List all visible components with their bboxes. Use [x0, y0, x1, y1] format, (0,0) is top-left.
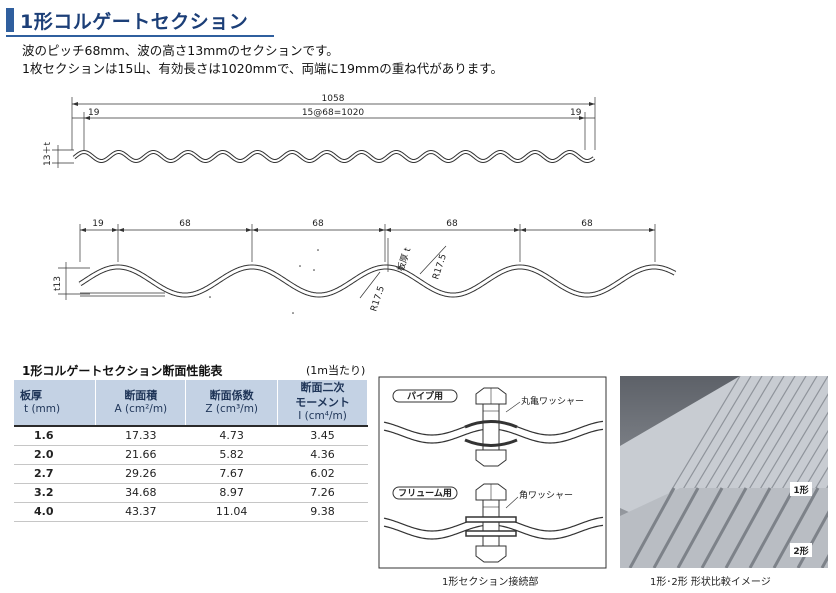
dim-detail-overlap: 19 [92, 219, 104, 229]
dim-total: 1058 [322, 94, 345, 104]
cell-moment: 9.38 [277, 502, 368, 522]
ridge-line [676, 487, 724, 568]
label-type-1: 1形 [793, 484, 808, 496]
pipe-washer-label: 丸亀ワッシャー [521, 395, 584, 407]
cell-modulus: 11.04 [185, 502, 278, 522]
dim-detail-height: t13 [53, 276, 63, 291]
overview-diagram: 1058 19 19 15@68=1020 13＋t [42, 94, 596, 168]
table-title: 1形コルゲートセクション断面性能表 [22, 364, 223, 378]
comparison-illustration: 1形 2形 [620, 376, 828, 568]
dim-radius-1: R17.5 [369, 285, 387, 313]
cell-area: 21.66 [95, 445, 186, 465]
ridge-line [652, 487, 700, 568]
shape-comparison-image: 1形 2形 [620, 376, 828, 568]
dim-overview-height: 13＋t [42, 142, 53, 166]
dim-left-overlap: 19 [88, 108, 100, 118]
dim-pitch-1: 68 [179, 219, 191, 229]
cell-moment: 6.02 [277, 464, 368, 484]
table-unit: (1m当たり) [306, 364, 366, 377]
dim-pitch-2: 68 [312, 219, 324, 229]
cell-moment: 4.36 [277, 445, 368, 465]
cell-area: 17.33 [95, 426, 186, 446]
comparison-caption: 1形･2形 形状比較イメージ [650, 577, 771, 588]
table-row: 1.6 17.33 4.73 3.45 [14, 426, 368, 446]
cell-thickness: 4.0 [14, 502, 96, 522]
cell-modulus: 7.67 [185, 464, 278, 484]
description-line-2: 1枚セクションは15山、有効長さは1020mmで、両端に19mmの重ね代がありま… [22, 61, 504, 76]
flume-label: フリューム用 [398, 488, 452, 499]
joint-diagram: パイプ用 フリューム用 丸亀ワッシャー 角ワ [378, 376, 607, 569]
ridge-line [748, 487, 796, 568]
title-accent-bar [6, 8, 14, 32]
dim-pitch-3: 68 [446, 219, 458, 229]
section-title: 1形コルゲートセクション [6, 6, 274, 37]
cell-area: 34.68 [95, 483, 186, 503]
dim-thickness: 板厚 t [394, 246, 413, 273]
detail-diagram: 19 68 68 68 68 t13 板厚 t R17.5 R17.5 [53, 219, 677, 314]
cell-moment: 7.26 [277, 483, 368, 503]
flume-bolt [465, 483, 517, 563]
detail-wave-inner [79, 265, 676, 297]
description-line-1: 波のピッチ68mm、波の高さ13mmのセクションです。 [22, 43, 339, 58]
table-row: 2.0 21.66 5.82 4.36 [14, 445, 368, 465]
overview-wave-inner [73, 150, 595, 163]
cell-modulus: 5.82 [185, 445, 278, 465]
label-type-2: 2形 [793, 545, 808, 557]
table-row: 4.0 43.37 11.04 9.38 [14, 502, 368, 522]
ridge-line [700, 487, 748, 568]
title-underline [6, 35, 274, 37]
table-row: 3.2 34.68 8.97 7.26 [14, 483, 368, 503]
pipe-bolt [464, 387, 518, 467]
pipe-label: パイプ用 [407, 390, 443, 402]
cell-area: 29.26 [95, 464, 186, 484]
ridge-line [724, 487, 772, 568]
cell-thickness: 2.0 [14, 445, 96, 465]
cell-moment: 3.45 [277, 426, 368, 446]
cell-area: 43.37 [95, 502, 186, 522]
dim-radius-2: R17.5 [431, 253, 449, 281]
ridge-line [772, 487, 820, 568]
dim-effective: 15@68=1020 [302, 108, 365, 118]
joint-caption: 1形セクション接続部 [442, 577, 539, 588]
table-row: 2.7 29.26 7.67 6.02 [14, 464, 368, 484]
cell-thickness: 3.2 [14, 483, 96, 503]
dim-right-overlap: 19 [570, 108, 582, 118]
dim-pitch-4: 68 [581, 219, 593, 229]
ridge-line [628, 487, 676, 568]
cell-thickness: 1.6 [14, 426, 96, 446]
cell-modulus: 8.97 [185, 483, 278, 503]
cell-modulus: 4.73 [185, 426, 278, 446]
page-title: 1形コルゲートセクション [20, 11, 249, 33]
flume-washer-label: 角ワッシャー [519, 489, 573, 501]
cell-thickness: 2.7 [14, 464, 96, 484]
